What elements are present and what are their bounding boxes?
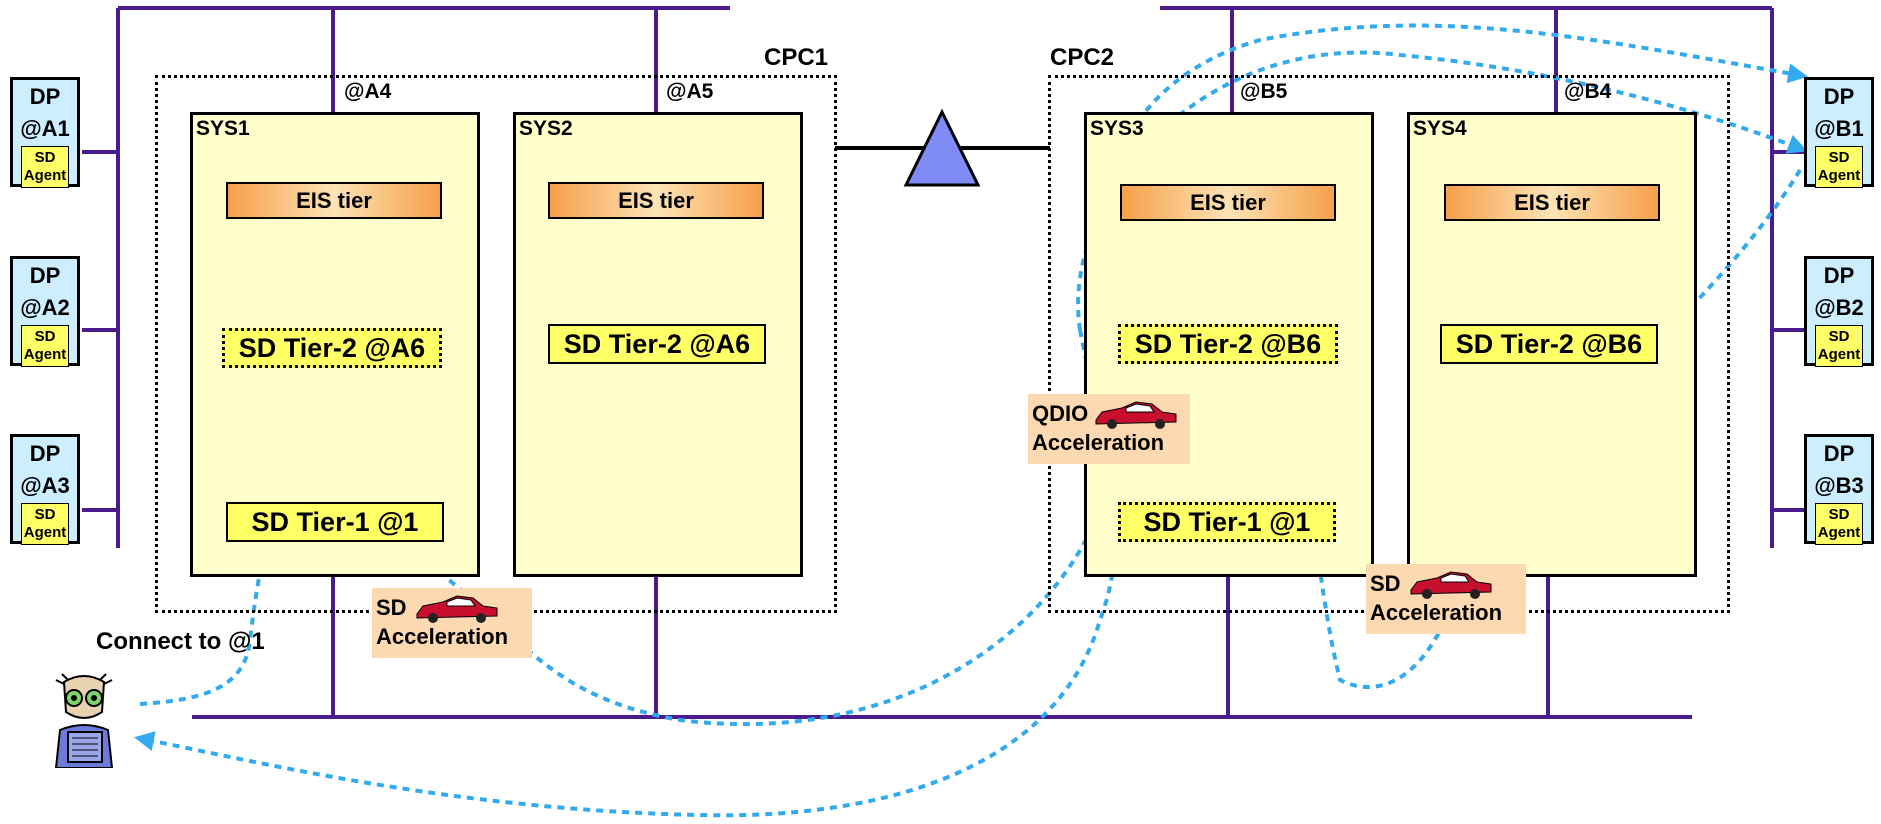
sys4-address: @B4: [1564, 80, 1612, 103]
sys3-label: SYS3: [1090, 117, 1144, 140]
sd-agent-b3-line1: SD: [1828, 506, 1850, 523]
sd-agent-a1-line2: Agent: [23, 167, 67, 184]
sd-agent-a3: SD Agent: [21, 503, 69, 545]
flow-arrow-to-b1-inner: [1076, 50, 1808, 331]
red-sports-car-icon: [1410, 571, 1492, 599]
dp-b2-box: DP @B2 SD Agent: [1804, 256, 1874, 367]
sys4-eis-tier: EIS tier: [1444, 184, 1660, 221]
sys2-address: @A5: [666, 80, 714, 103]
sd-accel-right-line1: SD: [1370, 571, 1401, 596]
dp-a2-box: DP @A2 SD Agent: [10, 256, 80, 367]
sd-acceleration-right: SD Acceleration: [1366, 564, 1526, 634]
dp-a3-title: DP: [29, 441, 61, 466]
sys2-label: SYS2: [519, 117, 573, 140]
dp-b3-box: DP @B3 SD Agent: [1804, 434, 1874, 545]
connect-label: Connect to @1: [96, 628, 265, 655]
sd-agent-a1: SD Agent: [21, 146, 69, 188]
dp-b1-box: DP @B1 SD Agent: [1804, 77, 1874, 188]
cpc2-label: CPC2: [1050, 44, 1115, 71]
dp-b3-title: DP: [1823, 441, 1855, 466]
dp-a3-address: @A3: [20, 473, 70, 498]
sd-accel-left-line2: Acceleration: [376, 624, 509, 649]
dp-a3-box: DP @A3 SD Agent: [10, 434, 80, 545]
sd-agent-a3-line1: SD: [34, 506, 56, 523]
sd-accel-right-line2: Acceleration: [1370, 600, 1503, 625]
sd-agent-a3-line2: Agent: [23, 524, 67, 541]
sd-agent-a1-line1: SD: [34, 149, 56, 166]
dp-b1-address: @B1: [1814, 116, 1864, 141]
sd-agent-b1-line2: Agent: [1817, 167, 1861, 184]
cpc1-label: CPC1: [764, 44, 829, 71]
network-lines: [82, 6, 1804, 719]
sys1-address: @A4: [344, 80, 392, 103]
qdio-accel-line1: QDIO: [1032, 401, 1089, 426]
qdio-acceleration: QDIO Acceleration: [1028, 394, 1190, 464]
dp-a1-box: DP @A1 SD Agent: [10, 77, 80, 188]
triangle-router-icon: [903, 108, 981, 187]
sd-accel-left-line1: SD: [376, 595, 407, 620]
dp-a2-title: DP: [29, 263, 61, 288]
sd-agent-a2-line1: SD: [34, 328, 56, 345]
sd-agent-b3: SD Agent: [1815, 503, 1863, 545]
qdio-accel-line2: Acceleration: [1032, 430, 1165, 455]
sys1-label: SYS1: [196, 117, 250, 140]
sd-agent-b2-line2: Agent: [1817, 346, 1861, 363]
dp-b2-address: @B2: [1814, 295, 1864, 320]
user-at-terminal-icon: [54, 673, 114, 768]
dp-a1-address: @A1: [20, 116, 70, 141]
sys1-sd-tier2: SD Tier-2 @A6: [222, 328, 442, 368]
sys3-address: @B5: [1240, 80, 1288, 103]
sys2-eis-tier: EIS tier: [548, 182, 764, 219]
sys2-sd-tier2: SD Tier-2 @A6: [548, 324, 766, 364]
sd-agent-b1-line1: SD: [1828, 149, 1850, 166]
dp-a2-address: @A2: [20, 295, 70, 320]
dp-a1-title: DP: [29, 84, 61, 109]
sys3-sd-tier2: SD Tier-2 @B6: [1118, 324, 1338, 364]
sys3-sd-tier1: SD Tier-1 @1: [1118, 502, 1336, 542]
sys4-sd-tier2: SD Tier-2 @B6: [1440, 324, 1658, 364]
sd-agent-b2: SD Agent: [1815, 325, 1863, 367]
sys3-eis-tier: EIS tier: [1120, 184, 1336, 221]
dp-b3-address: @B3: [1814, 473, 1864, 498]
sys1-sd-tier1: SD Tier-1 @1: [226, 502, 444, 542]
red-sports-car-icon: [1095, 401, 1177, 429]
dp-b1-title: DP: [1823, 84, 1855, 109]
sys1-eis-tier: EIS tier: [226, 182, 442, 219]
sys4-label: SYS4: [1413, 117, 1467, 140]
sd-acceleration-left: SD Acceleration: [372, 588, 532, 658]
sd-agent-a2: SD Agent: [21, 325, 69, 367]
sd-agent-b1: SD Agent: [1815, 146, 1863, 188]
sd-agent-b2-line1: SD: [1828, 328, 1850, 345]
sd-agent-b3-line2: Agent: [1817, 524, 1861, 541]
sd-agent-a2-line2: Agent: [23, 346, 67, 363]
red-sports-car-icon: [416, 595, 498, 623]
dp-b2-title: DP: [1823, 263, 1855, 288]
